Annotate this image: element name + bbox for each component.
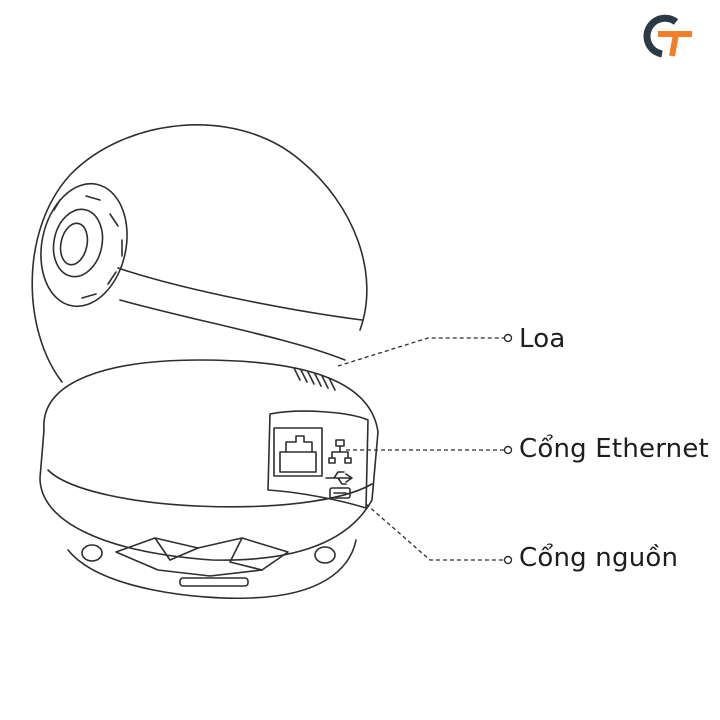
speaker-grille bbox=[293, 367, 336, 391]
ethernet-port bbox=[273, 427, 323, 477]
power-port-label: Cổng nguồn bbox=[519, 543, 679, 573]
camera-base bbox=[39, 359, 379, 600]
base-mount-cut-2 bbox=[229, 537, 263, 571]
usb-symbol-icon bbox=[325, 471, 353, 485]
ethernet-symbol-icon bbox=[328, 439, 352, 464]
leader-ethernet-end bbox=[503, 445, 513, 455]
ir-led-left bbox=[53, 199, 61, 211]
port-panel bbox=[267, 410, 369, 509]
ethernet-port-label: Cổng Ethernet bbox=[519, 434, 709, 464]
lens-ring bbox=[52, 208, 104, 278]
ethernet-port-clip bbox=[285, 435, 313, 453]
leader-power bbox=[365, 503, 505, 561]
camera-head bbox=[31, 124, 368, 383]
ir-led-bottom bbox=[81, 293, 97, 299]
ir-led-upper bbox=[109, 213, 119, 227]
base-bottom-plate bbox=[67, 539, 357, 600]
head-sphere-outline bbox=[31, 124, 368, 383]
logo-t-stem bbox=[669, 33, 679, 57]
base-top-rim bbox=[43, 359, 379, 433]
power-port bbox=[329, 487, 351, 499]
speaker-label: Loa bbox=[519, 324, 566, 354]
foot-right bbox=[314, 546, 336, 564]
base-mount-plate bbox=[115, 537, 289, 577]
foot-left bbox=[81, 544, 103, 562]
base-mount-cut-1 bbox=[154, 537, 199, 561]
lens-glass bbox=[59, 222, 89, 266]
foot-front bbox=[179, 577, 249, 587]
leader-speaker-end bbox=[503, 333, 513, 343]
leader-speaker bbox=[337, 337, 505, 367]
logo-g-arc bbox=[643, 14, 679, 58]
head-equator bbox=[117, 267, 363, 321]
head-equator-lower bbox=[119, 299, 346, 361]
lens-housing bbox=[40, 182, 128, 308]
ir-led-top bbox=[85, 195, 101, 201]
port-recess bbox=[267, 410, 369, 509]
brand-logo bbox=[643, 14, 692, 58]
base-body-outline bbox=[39, 429, 379, 561]
ir-led-lower bbox=[107, 271, 117, 285]
lens-assembly bbox=[40, 182, 128, 308]
ethernet-port-inner bbox=[279, 451, 317, 473]
leader-power-end bbox=[503, 555, 513, 565]
base-band bbox=[47, 469, 373, 508]
